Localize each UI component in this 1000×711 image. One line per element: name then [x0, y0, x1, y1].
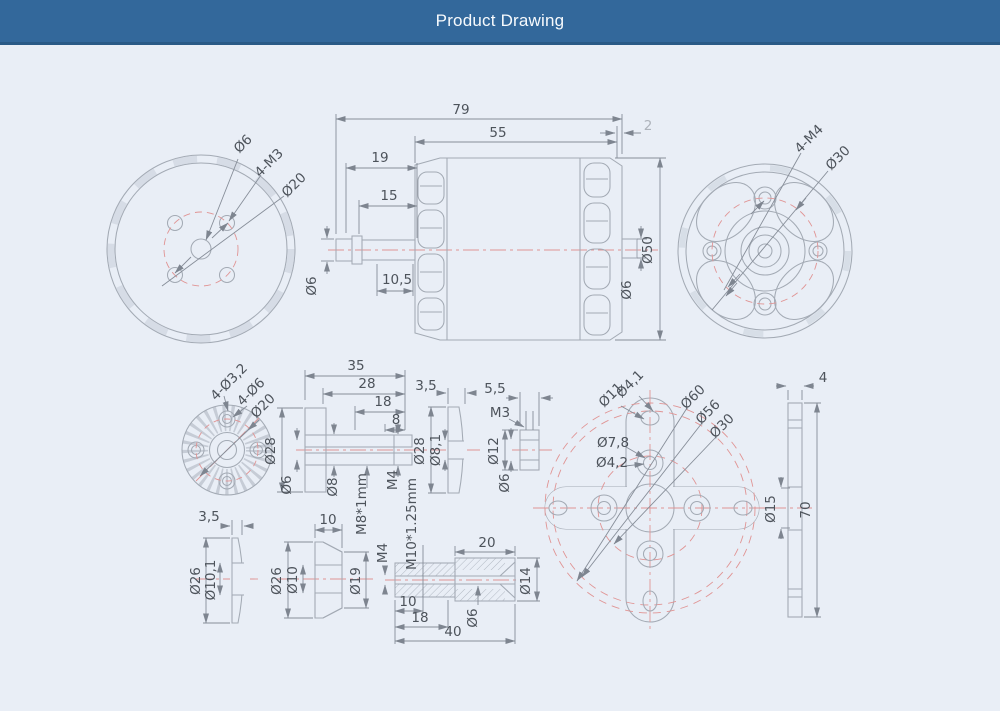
- bolt-circle: [711, 197, 819, 305]
- dim-shaft2-od: Ø14: [518, 567, 534, 595]
- dim-rear-bolts: 4-M4: [792, 122, 827, 157]
- dim-shaft2-10: 10: [399, 594, 416, 610]
- dim-shaft2-bore: Ø6: [465, 608, 481, 627]
- dim-washer-od: Ø26: [188, 567, 204, 595]
- outer-ring: [106, 154, 296, 344]
- rim-slots: [679, 165, 851, 337]
- motor-body-outline: [414, 157, 623, 341]
- dim-adapter-od: Ø28: [263, 437, 279, 465]
- dim-front-bolts: 4-M3: [252, 146, 287, 181]
- dim-adapter-8: 8: [392, 412, 401, 428]
- dim-adapter-18: 18: [374, 394, 391, 410]
- dim-shaft2-20: 20: [478, 535, 495, 551]
- dim-washer-thickness: 3,5: [198, 509, 219, 525]
- dim-rear-shaft-dia: Ø6: [619, 280, 635, 299]
- x-mount-section-view: 4 70 Ø15: [763, 370, 828, 618]
- bolt-circle: [163, 211, 239, 287]
- x-mount-view: Ø4,1 Ø11 Ø60 Ø56 Ø30 Ø7,8 Ø4,2: [533, 367, 772, 630]
- dim-adapter-bore: Ø6: [279, 475, 295, 494]
- rear-shaft-stub: [621, 238, 638, 259]
- prop-adapter-face-view: 4-Ø3,2 4-Ø6 Ø20: [181, 360, 279, 496]
- dim-body-dia: Ø50: [640, 236, 656, 264]
- dim-shaft2-thread: M10*1.25mm: [404, 478, 420, 570]
- dim-spacer-bore: Ø8,1: [428, 434, 444, 466]
- side-view: 79 55 2 19 15 10,5 Ø6 Ø50 Ø6: [304, 102, 666, 341]
- dim-xside-thickness: 4: [819, 370, 828, 386]
- rear-view: 4-M4 Ø30: [677, 122, 854, 339]
- dim-front-length: 19: [371, 150, 388, 166]
- dim-shaft2-40: 40: [444, 624, 461, 640]
- dim-cone-bore: Ø10: [285, 566, 301, 594]
- dim-total-length: 79: [452, 102, 469, 118]
- dim-cone-od: Ø26: [269, 567, 285, 595]
- prop-nut-section-view: M3 5,5 Ø12 Ø6: [484, 381, 553, 493]
- dim-spacer-thickness: 3,5: [415, 378, 436, 394]
- page-title: Product Drawing: [435, 11, 565, 30]
- rim-slots: [107, 155, 295, 343]
- shaft-hole: [190, 238, 212, 260]
- dim-front-shaft-dia-side: Ø6: [304, 276, 320, 295]
- dim-xside-bore: Ø15: [763, 495, 779, 523]
- prop-shaft-section-view: M4 M10*1.25mm 20 Ø14 Ø6 10 18 40: [375, 478, 540, 644]
- spacer-section-view: 3,5 Ø28 Ø8,1: [412, 378, 480, 494]
- dim-adapter-28: 28: [358, 376, 375, 392]
- dim-nut-bore: Ø6: [497, 473, 513, 492]
- bolt-circle: [195, 418, 259, 482]
- dim-rear-bolt-circle: Ø30: [823, 143, 854, 174]
- dim-front-shaft-dia: Ø6: [231, 132, 256, 157]
- dim-cone-length: 10: [319, 512, 336, 528]
- dim-nut-od: Ø12: [486, 437, 502, 465]
- dim-xside-height: 70: [798, 501, 814, 518]
- prop-adapter-section-view: 35 28 18 8 Ø28 Ø6 Ø8 M8*1mm M4: [263, 358, 478, 535]
- dim-xmount-cbore: Ø7,8: [597, 435, 629, 451]
- dim-adapter-35: 35: [347, 358, 364, 374]
- dim-spacer-od: Ø28: [412, 437, 428, 465]
- dim-cone-face: Ø19: [348, 567, 364, 595]
- dim-shaft2-18: 18: [411, 610, 428, 626]
- bolt-circle-56: [552, 410, 748, 606]
- dim-nut-thread: M3: [490, 405, 510, 421]
- front-view: Ø6 4-M3 Ø20: [106, 132, 310, 344]
- product-drawing-canvas: Ø6 4-M3 Ø20 79 55 2 1: [106, 102, 854, 644]
- title-bar: Product Drawing: [0, 0, 1000, 45]
- dim-body-length: 55: [489, 125, 506, 141]
- dim-shaft-boss: 10,5: [382, 272, 412, 288]
- dim-adapter-thread: M8*1mm: [354, 473, 370, 535]
- dim-shaft2-tip-thread: M4: [375, 543, 391, 563]
- dim-rear-stub-length: 2: [644, 118, 653, 134]
- dim-nut-length: 5,5: [484, 381, 505, 397]
- dim-shaft-step: 15: [380, 188, 397, 204]
- dim-washer-bore: Ø10,1: [203, 560, 219, 601]
- dim-xmount-hole: Ø4,2: [596, 455, 628, 471]
- dim-adapter-shaft-dia: Ø8: [325, 477, 341, 496]
- washer-section-view: 3,5 Ø26 Ø10,1: [188, 509, 258, 624]
- cone-section-view: 10 Ø26 Ø10 Ø19: [269, 512, 376, 619]
- fan-blades: [182, 405, 272, 495]
- dim-adapter-tip-thread: M4: [385, 470, 401, 490]
